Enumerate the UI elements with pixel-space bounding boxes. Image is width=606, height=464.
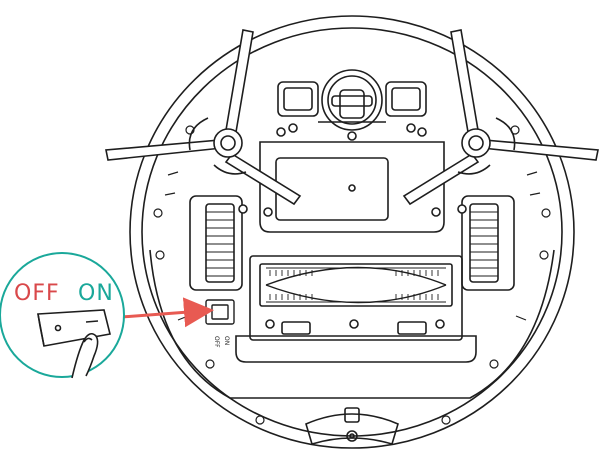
off-label: OFF <box>14 281 60 306</box>
battery-cover <box>259 127 445 233</box>
hand-icon <box>71 332 99 379</box>
side-brush-icon <box>105 29 302 206</box>
on-label: ON <box>78 281 114 306</box>
front-caster-assembly <box>277 69 427 141</box>
main-brush-compartment <box>249 255 463 341</box>
vacuum-body <box>129 15 575 449</box>
rim-dots <box>153 125 551 425</box>
caster-wheel <box>339 89 365 119</box>
outer-shell <box>129 15 575 449</box>
switch-on-text: ON <box>223 336 230 345</box>
inner-shell <box>141 27 563 437</box>
dustbin <box>235 335 477 445</box>
drive-wheel-left <box>189 195 248 291</box>
sensor-left <box>277 81 319 117</box>
drive-wheel-right <box>457 195 515 291</box>
side-brush-icon <box>402 29 599 206</box>
caster-wheel-housing <box>321 69 383 131</box>
rim-ticks <box>164 171 541 321</box>
switch-off-text: OFF <box>213 336 220 348</box>
sensor-right <box>385 81 427 117</box>
switch-callout: OFF ON <box>0 252 125 379</box>
brush-bristles <box>269 270 439 300</box>
power-switch-icon: OFF ON <box>205 299 235 348</box>
